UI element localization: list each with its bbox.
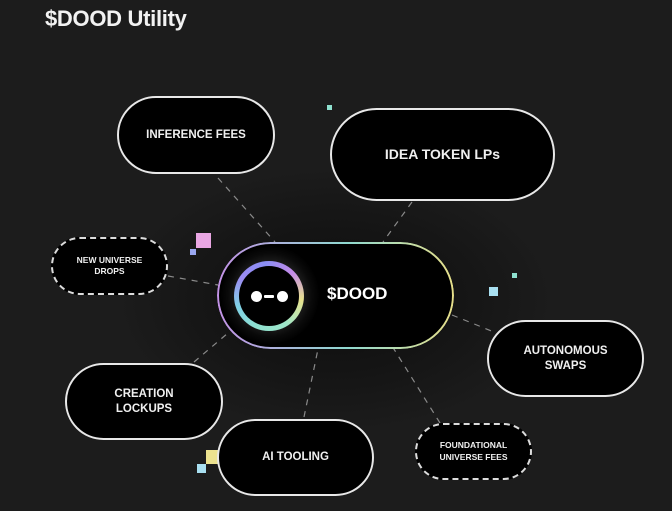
decor-square-teal [327, 105, 332, 110]
connector-idea-token-lps [382, 201, 413, 243]
node-inference-fees: INFERENCE FEES [117, 96, 275, 174]
node-label: FOUNDATIONAL UNIVERSE FEES [439, 440, 508, 462]
decor-square-cyan [197, 464, 206, 473]
node-autonomous-swaps: AUTONOMOUS SWAPS [487, 320, 644, 397]
connector-creation-lockups [193, 332, 229, 363]
node-label: IDEA TOKEN LPs [384, 146, 501, 163]
node-label: AUTONOMOUS SWAPS [523, 344, 608, 372]
node-foundational-universe-fees: FOUNDATIONAL UNIVERSE FEES [415, 423, 532, 480]
node-label: CREATION LOCKUPS [114, 387, 174, 415]
node-creation-lockups: CREATION LOCKUPS [65, 363, 223, 440]
decor-square-pink [196, 233, 211, 248]
connector-autonomous-swaps [451, 314, 495, 333]
connector-foundational-universe-fees [391, 345, 441, 424]
center-node-dood: $DOOD [217, 242, 454, 349]
node-ai-tooling: AI TOOLING [217, 419, 374, 496]
connector-inference-fees [217, 177, 276, 243]
decor-square-cyan-large [489, 287, 498, 296]
dood-face-icon [234, 261, 304, 331]
decor-square-blue [190, 249, 196, 255]
right-eye [277, 291, 288, 302]
mouth [264, 295, 274, 298]
connector-ai-tooling [303, 348, 319, 418]
node-idea-token-lps: IDEA TOKEN LPs [330, 108, 555, 201]
node-label: INFERENCE FEES [146, 128, 246, 141]
node-label: NEW UNIVERSE DROPS [76, 254, 143, 276]
center-label: $DOOD [327, 284, 388, 303]
node-new-universe-drops: NEW UNIVERSE DROPS [51, 237, 168, 295]
page-title: $DOOD Utility [45, 6, 187, 31]
connector-new-universe-drops [167, 275, 219, 286]
decor-square-teal-small [512, 273, 517, 278]
left-eye [251, 291, 262, 302]
node-label: AI TOOLING [262, 451, 329, 464]
decor-square-yellow [206, 450, 218, 464]
